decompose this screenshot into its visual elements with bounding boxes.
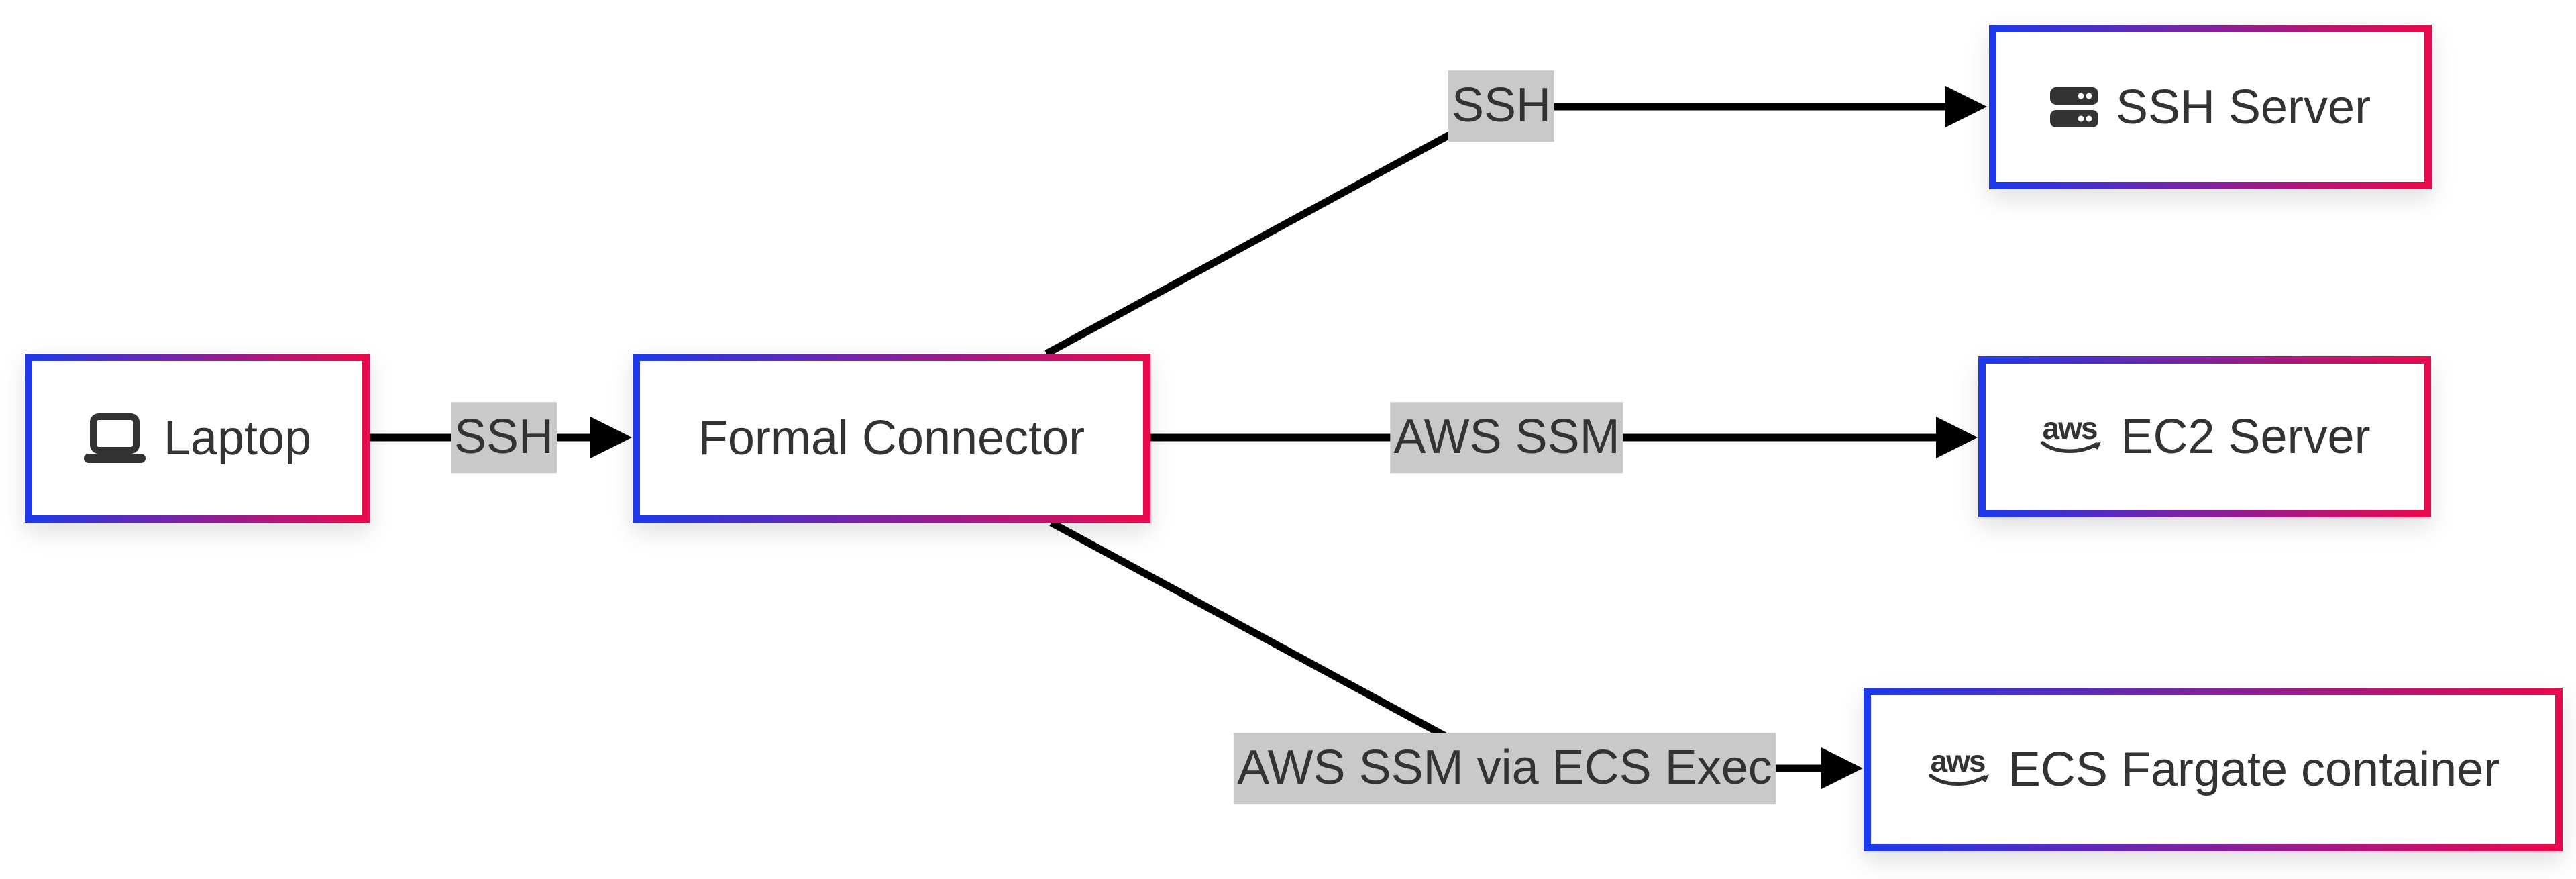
node-label: EC2 Server xyxy=(2121,410,2371,464)
node-label: ECS Fargate container xyxy=(2008,743,2500,796)
node-laptop: Laptop xyxy=(25,354,370,523)
node-ssh-server: SSH Server xyxy=(1989,25,2432,189)
server-stack-icon xyxy=(2049,87,2098,127)
aws-logo-text: aws xyxy=(2043,417,2097,446)
laptop-icon xyxy=(83,413,146,463)
edge-label-aws-ssm-via-ecs-exec: AWS SSM via ECS Exec xyxy=(1234,733,1776,804)
node-formal-connector: Formal Connector xyxy=(633,354,1150,523)
edge-formal-connector-to-ecs-fargate xyxy=(1049,519,1863,789)
aws-logo-text: aws xyxy=(1930,750,1984,778)
node-label: Laptop xyxy=(163,411,312,465)
node-label: SSH Server xyxy=(2115,80,2371,134)
node-ecs-fargate-container: aws ECS Fargate container xyxy=(1864,688,2563,851)
edge-label-aws-ssm: AWS SSM xyxy=(1390,402,1623,473)
node-ec2-server: aws EC2 Server xyxy=(1978,356,2431,517)
edge-label-ssh-server: SSH xyxy=(1448,70,1555,142)
aws-logo-icon: aws xyxy=(2041,417,2102,453)
edge-formal-connector-to-ssh-server xyxy=(1044,86,1987,357)
aws-logo-icon: aws xyxy=(1929,750,1989,786)
node-label: Formal Connector xyxy=(698,411,1085,465)
edge-label-ssh-laptop: SSH xyxy=(450,402,557,473)
